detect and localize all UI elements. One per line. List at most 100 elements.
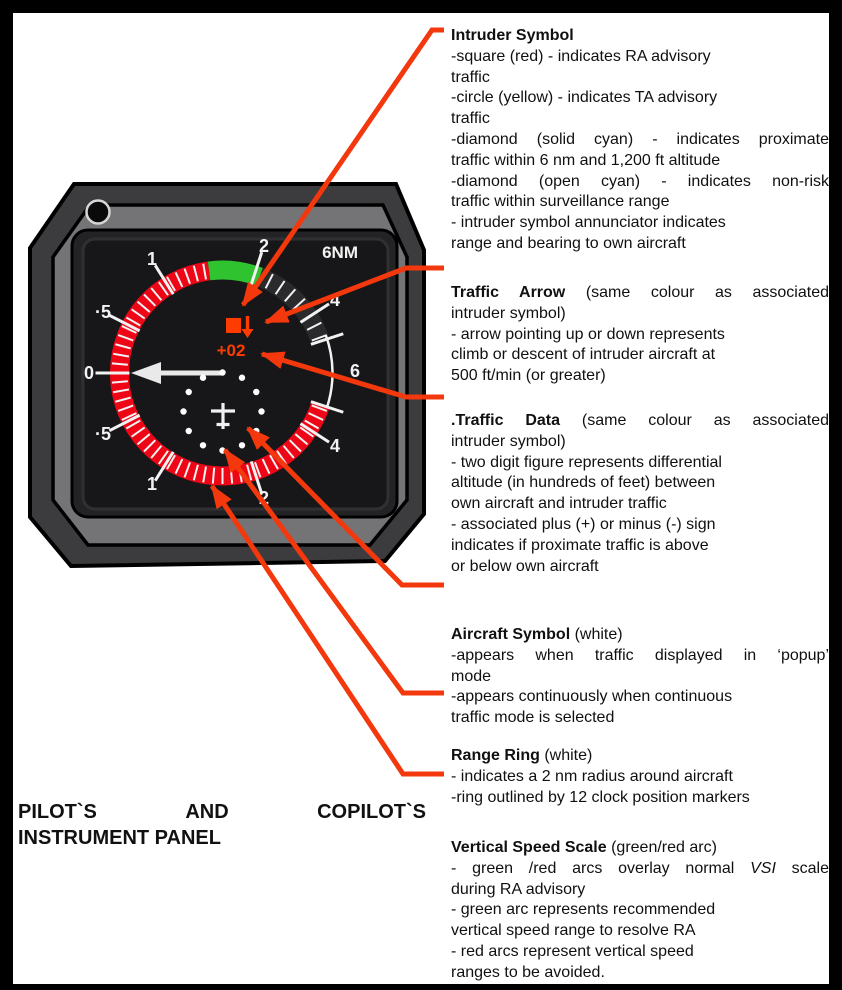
scale-tick — [264, 273, 274, 289]
scale-tick — [136, 300, 151, 313]
caption-word: AND — [185, 801, 229, 823]
scale-tick — [131, 426, 146, 438]
traffic-data-value: +02 — [217, 341, 246, 360]
scale-tick — [153, 264, 175, 295]
annotation-line: -ring outlined by 12 clock position mark… — [451, 788, 750, 806]
scale-label: ·5 — [95, 302, 111, 322]
annotation-line: - intruder symbol annunciator indicates — [451, 214, 726, 232]
scale-tick — [150, 287, 163, 301]
annotation-heading: Traffic Arrow (same colour as associated — [451, 284, 829, 301]
range-ring-dot — [185, 388, 192, 396]
scale-tick — [229, 467, 234, 484]
scale-tick — [183, 461, 191, 478]
scale-tick — [249, 460, 264, 495]
scale-tick — [150, 445, 163, 459]
annotation-heading: .Traffic Data (same colour as associated — [451, 412, 829, 429]
intruder-symbol — [226, 318, 241, 333]
vsi-needle — [131, 362, 222, 384]
annotation-line: - associated plus (+) or minus (-) sign — [451, 515, 716, 533]
scale-label: 2 — [259, 236, 269, 256]
annotation-line: -circle (yellow) - indicates TA advisory — [451, 89, 718, 107]
annotation-line: traffic — [451, 68, 490, 86]
figure-caption: PILOT`S AND COPILOT`S INSTRUMENT PANEL — [18, 799, 426, 851]
scale-tick — [192, 464, 199, 481]
scale-tick — [192, 265, 199, 282]
scale-tick — [183, 268, 191, 285]
annotation-line: during RA advisory — [451, 880, 586, 898]
scale-tick — [158, 450, 169, 465]
annotation-line: - red arcs represent vertical speed — [451, 942, 694, 960]
scale-label: ·5 — [95, 424, 111, 444]
scale-tick — [310, 332, 344, 346]
annotation-heading: Aircraft Symbol (white) — [451, 626, 623, 643]
scale-tick — [166, 276, 176, 292]
leader-vertical-speed-scale — [209, 484, 444, 777]
range-ring-dot — [238, 442, 246, 449]
vsi-scale-labels: 2 1 ·5 0 ·5 1 2 4 6 4 — [84, 236, 360, 508]
scale-label: 1 — [147, 474, 157, 494]
scale-tick — [211, 467, 216, 484]
annotation-line: -square (red) - indicates RA advisory — [451, 47, 711, 65]
annotation-line: intruder symbol) — [451, 432, 566, 450]
annotation-line: - two digit figure represents differenti… — [451, 453, 722, 471]
caption-line-1: PILOT`S AND COPILOT`S — [18, 799, 426, 825]
scale-tick — [299, 426, 314, 438]
scale-tick — [202, 263, 207, 280]
annotation-line: vertical speed range to resolve RA — [451, 922, 696, 940]
scale-tick — [282, 445, 295, 459]
annotation-vertical-speed-scale: Vertical Speed Scale (green/red arc) - g… — [451, 838, 829, 984]
range-ring-dot — [199, 442, 207, 449]
scale-tick — [299, 302, 330, 324]
range-ring-dot — [219, 369, 226, 376]
annotation-line: -appears when traffic displayed in ‘popu… — [451, 646, 829, 664]
annotation-line: - arrow pointing up or down represents — [451, 325, 725, 343]
leader-lines — [209, 27, 444, 777]
annotation-line: ranges to be avoided. — [451, 963, 605, 981]
range-ring-dot — [238, 374, 246, 381]
scale-label: 1 — [147, 249, 157, 269]
scale-tick — [311, 404, 328, 412]
vsi-band — [207, 260, 263, 286]
scale-tick — [308, 412, 324, 421]
scale-tick — [174, 458, 184, 475]
annotation-line: traffic within surveillance range — [451, 193, 670, 211]
annotation-line: - green arc represents recommended — [451, 901, 716, 919]
annotation-line: traffic within 6 nm and 1,200 ft altitud… — [451, 151, 721, 169]
annotation-line: intruder symbol) — [451, 304, 566, 322]
leader-intruder-symbol — [240, 27, 444, 307]
scale-tick — [113, 388, 130, 394]
vsi-band — [324, 334, 334, 409]
leader-traffic-arrow — [264, 265, 444, 325]
range-ring-dot — [199, 374, 207, 381]
leader-range-ring — [222, 448, 444, 696]
scale-tick — [269, 454, 279, 470]
traffic-arrow-icon — [241, 316, 254, 338]
scale-tick — [202, 466, 207, 483]
scale-label: 4 — [330, 436, 340, 456]
scale-tick — [153, 451, 175, 482]
scale-tick — [249, 251, 264, 286]
scale-tick — [254, 461, 262, 478]
scale-tick — [246, 464, 253, 481]
range-ring-dot — [185, 427, 192, 435]
scale-tick — [299, 422, 330, 444]
annotation-line: altitude (in hundreds of feet) between — [451, 474, 716, 492]
scale-label: 6 — [350, 361, 360, 381]
scale-tick — [131, 308, 146, 320]
scale-tick — [276, 450, 287, 465]
scale-tick — [115, 396, 131, 403]
annotation-traffic-data: .Traffic Data (same colour as associated… — [451, 411, 829, 577]
caption-word: PILOT`S — [18, 801, 97, 823]
scale-tick — [121, 412, 137, 421]
annotation-heading: Vertical Speed Scale (green/red arc) — [451, 839, 717, 856]
annotation-line: traffic mode is selected — [451, 709, 615, 727]
annotation-line: traffic — [451, 110, 490, 128]
annotation-line: -appears continuously when continuous — [451, 688, 733, 706]
range-label: 6NM — [322, 243, 358, 262]
scale-tick — [292, 297, 306, 311]
annotation-line: climb or descent of intruder aircraft at — [451, 346, 716, 364]
scale-tick — [284, 288, 297, 302]
scale-tick — [261, 458, 271, 475]
annotation-line: -diamond (solid cyan) - indicates proxim… — [451, 130, 829, 148]
annotation-aircraft-symbol: Aircraft Symbol (white) -appears when tr… — [451, 625, 829, 729]
